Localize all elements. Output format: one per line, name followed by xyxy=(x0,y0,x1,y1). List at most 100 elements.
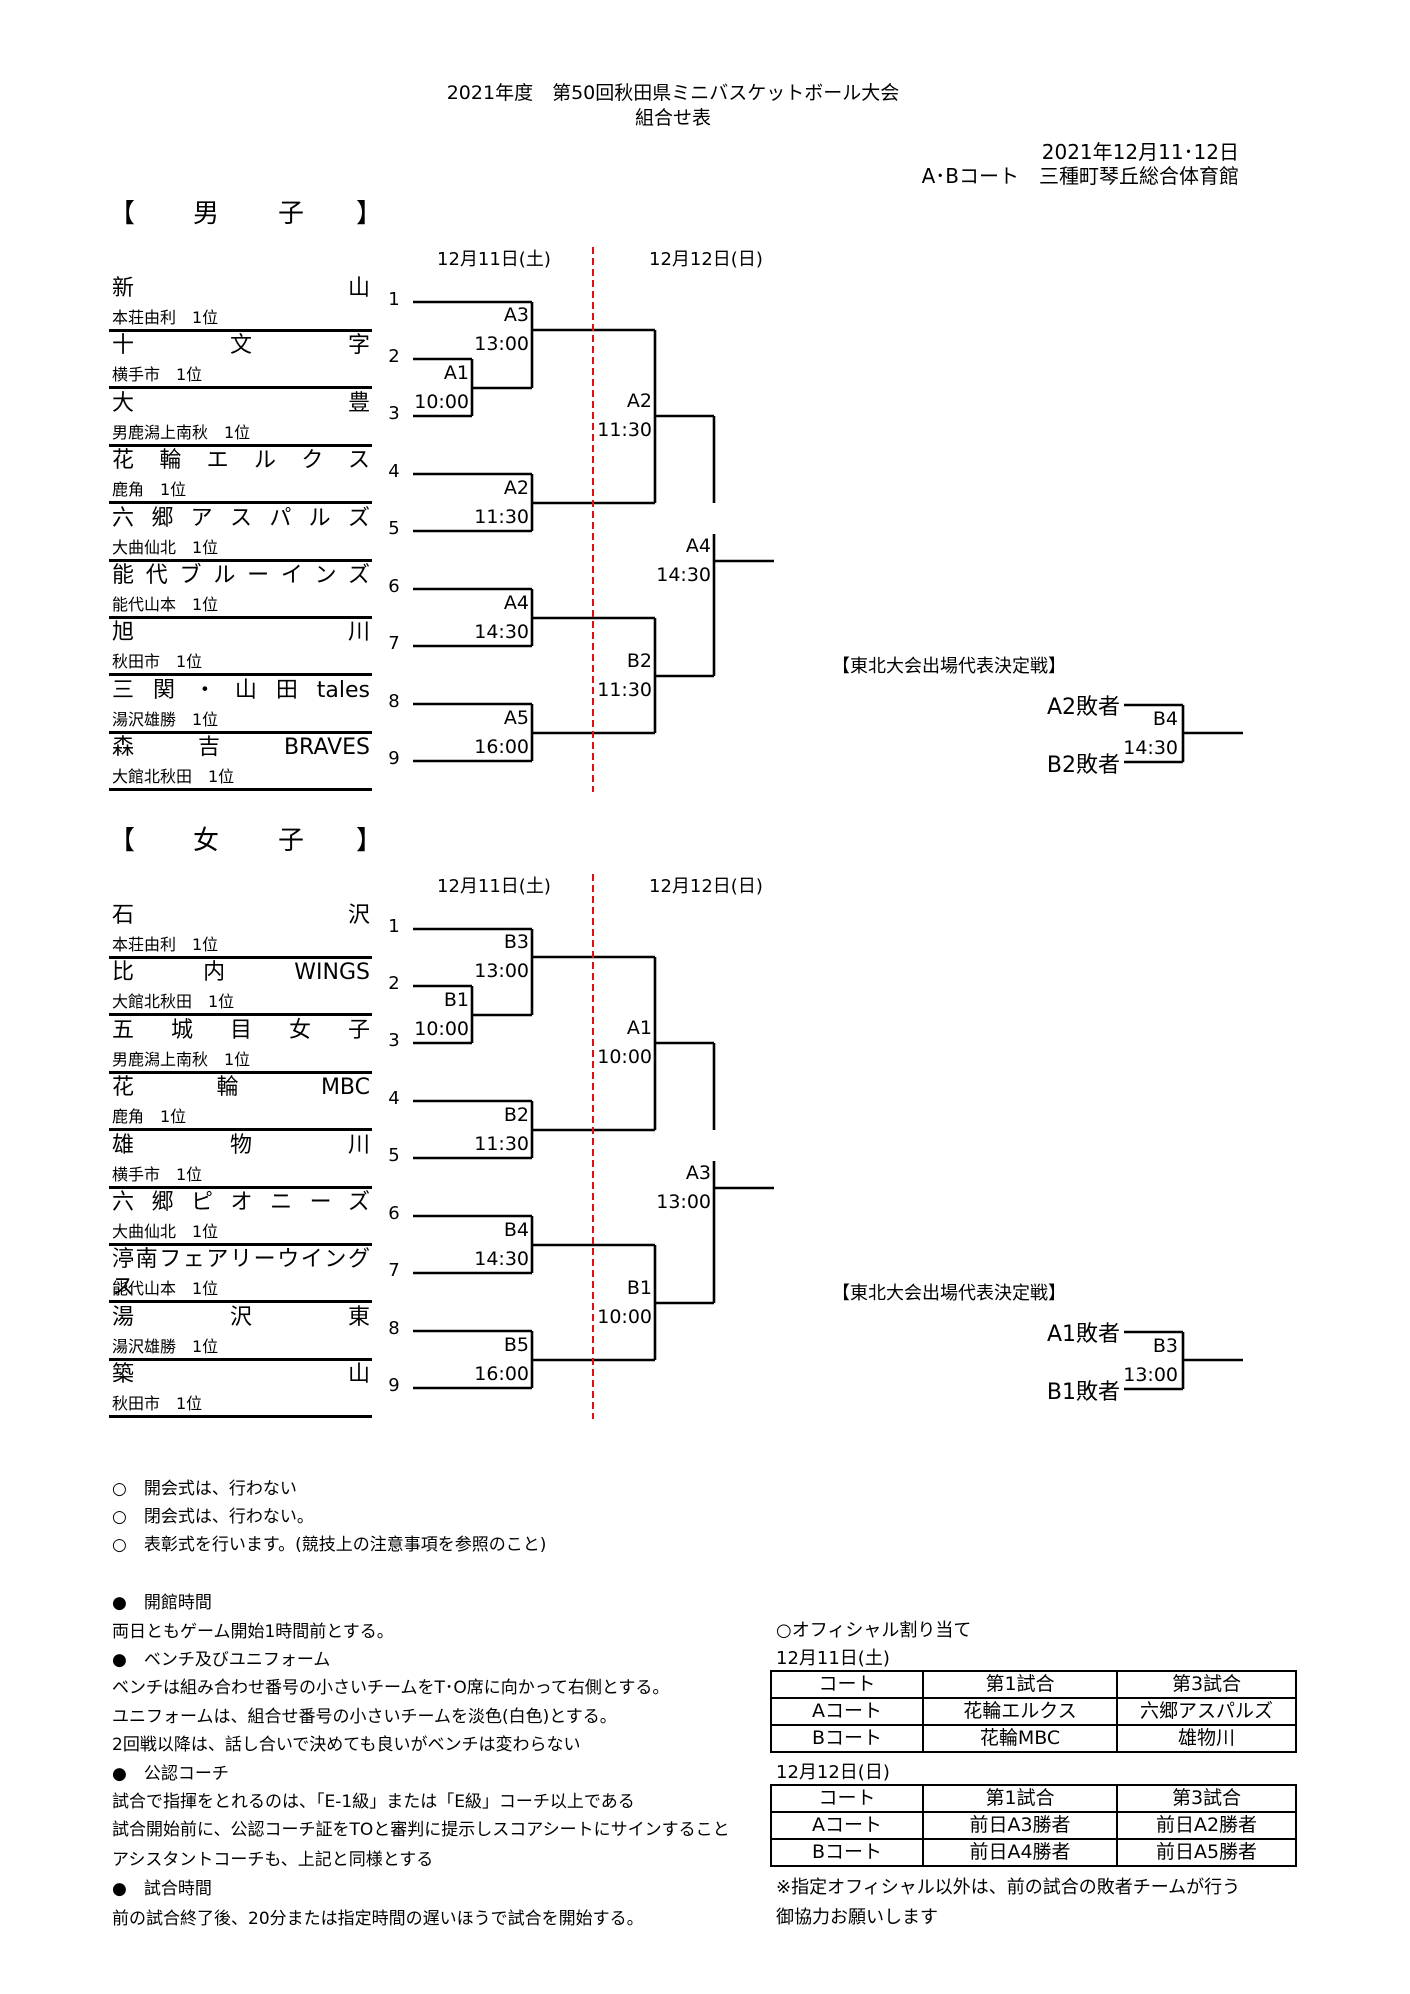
team-underline xyxy=(109,443,372,447)
team-underline xyxy=(109,329,372,332)
seed-number: 5 xyxy=(388,1145,400,1166)
team-name: 新山 xyxy=(112,276,370,301)
team-region: 能代山本 1位 xyxy=(112,1279,219,1299)
team-underline xyxy=(109,673,372,677)
seed-number: 7 xyxy=(388,1260,400,1281)
match-code: A2 xyxy=(503,477,529,499)
table-cell: Bコート xyxy=(770,1724,924,1753)
team-underline xyxy=(109,1070,372,1074)
team-name: 石沢 xyxy=(112,903,370,928)
event-date: 2021年12月11･12日 xyxy=(1041,140,1239,164)
team-region: 男鹿潟上南秋 1位 xyxy=(112,422,251,442)
match-code: B1 xyxy=(443,989,469,1011)
document-title: 2021年度 第50回秋田県ミニバスケットボール大会 xyxy=(446,82,900,104)
match-time: 14:30 xyxy=(474,621,529,643)
match-time: 10:00 xyxy=(597,1046,652,1068)
tohoku-title: 【東北大会出場代表決定戦】 xyxy=(832,656,1066,677)
officials-footnote: ※指定オフィシャル以外は、前の試合の敗者チームが行う xyxy=(776,1877,1241,1898)
match-time: 11:30 xyxy=(474,506,529,528)
team-region: 大曲仙北 1位 xyxy=(112,537,219,557)
match-time: 13:00 xyxy=(474,960,529,982)
team-underline xyxy=(109,386,372,390)
match-code: A2 xyxy=(626,390,652,412)
seed-number: 5 xyxy=(388,518,400,539)
match-time: 13:00 xyxy=(474,333,529,355)
team-underline xyxy=(109,1357,372,1361)
table-cell: 前日A2勝者 xyxy=(1116,1811,1297,1840)
table-cell: Aコート xyxy=(770,1697,924,1726)
seed-number: 1 xyxy=(388,916,400,937)
event-venue: A･Bコート 三種町琴丘総合体育館 xyxy=(921,164,1239,188)
seed-number: 1 xyxy=(388,289,400,310)
note-closing: ○ 閉会式は、行わない。 xyxy=(112,1507,314,1527)
team-underline xyxy=(109,1300,372,1304)
team-underline xyxy=(109,1185,372,1189)
match-code: B4 xyxy=(1152,708,1178,730)
team-region: 横手市 1位 xyxy=(112,1164,203,1184)
team-region: 鹿角 1位 xyxy=(112,480,187,500)
officials-day1-table: コート 第1試合 第3試合 Aコート 花輪エルクス 六郷アスパルズ Bコート 花… xyxy=(770,1670,1297,1753)
table-cell: 前日A4勝者 xyxy=(922,1838,1118,1867)
match-time: 10:00 xyxy=(597,1306,652,1328)
header-cell: 第3試合 xyxy=(1116,1784,1297,1813)
match-code: B3 xyxy=(1152,1335,1178,1357)
match-time: 13:00 xyxy=(656,1191,711,1213)
tohoku-title: 【東北大会出場代表決定戦】 xyxy=(832,1283,1066,1304)
team-underline xyxy=(109,1128,372,1132)
note-opening: ○ 開会式は、行わない xyxy=(112,1479,297,1499)
team-name: 大豊 xyxy=(112,390,370,416)
team-name: 旭川 xyxy=(112,620,370,646)
match-code: B3 xyxy=(503,931,529,953)
day2-header: 12月12日(日) xyxy=(649,876,763,897)
team-name: 五城目女子 xyxy=(112,1017,370,1043)
team-name: 三関・山田tales xyxy=(112,677,370,703)
note-text: 試合で指揮をとれるのは、「E-1級」または「E級」コーチ以上である xyxy=(112,1792,635,1812)
team-underline xyxy=(109,956,372,959)
day2-header: 12月12日(日) xyxy=(649,249,763,270)
match-code: B5 xyxy=(503,1334,529,1356)
section-heading-char: 男 xyxy=(193,199,220,229)
match-time: 16:00 xyxy=(474,736,529,758)
match-time: 14:30 xyxy=(656,564,711,586)
match-code: B4 xyxy=(503,1219,529,1241)
match-time: 11:30 xyxy=(474,1133,529,1155)
team-name: 渟南フェアリーウイングス xyxy=(112,1247,370,1301)
team-region: 本荘由利 1位 xyxy=(112,308,219,327)
section-heading-close-bracket: 】 xyxy=(356,826,383,856)
table-header-row: コート 第1試合 第3試合 xyxy=(770,1784,1297,1813)
match-code: A5 xyxy=(503,707,529,729)
match-code: A1 xyxy=(626,1017,652,1039)
officials-title: ○オフィシャル割り当て xyxy=(776,1620,972,1641)
match-code: A1 xyxy=(443,362,469,384)
note-text: ユニフォームは、組合せ番号の小さいチームを淡色(白色)とする。 xyxy=(112,1707,617,1727)
table-cell: 前日A3勝者 xyxy=(922,1811,1118,1840)
note-text: 前の試合終了後、20分または指定時間の遅いほうで試合を開始する。 xyxy=(112,1909,644,1929)
loser-label: B1敗者 xyxy=(1046,1380,1120,1405)
note-heading: ● 公認コーチ xyxy=(112,1764,229,1784)
table-cell: Aコート xyxy=(770,1811,924,1840)
match-code: B1 xyxy=(626,1277,652,1299)
team-name: 十文字 xyxy=(112,333,370,359)
team-region: 大館北秋田 1位 xyxy=(112,767,235,787)
day1-header: 12月11日(土) xyxy=(437,249,551,270)
document-subtitle: 組合せ表 xyxy=(634,107,711,129)
seed-number: 2 xyxy=(388,973,400,994)
team-underline xyxy=(109,616,372,619)
note-text: アシスタントコーチも、上記と同様とする xyxy=(112,1850,434,1870)
team-underline xyxy=(109,1243,372,1246)
match-code: A3 xyxy=(503,304,529,326)
loser-label: B2敗者 xyxy=(1046,753,1120,778)
note-text: ベンチは組み合わせ番号の小さいチームをT･O席に向かって右側とする。 xyxy=(112,1678,670,1698)
loser-label: A2敗者 xyxy=(1046,695,1120,720)
match-time: 10:00 xyxy=(414,391,469,413)
team-region: 大館北秋田 1位 xyxy=(112,992,235,1012)
team-name: 花輪エルクス xyxy=(112,448,370,474)
team-name: 花輪MBC xyxy=(112,1075,370,1101)
team-region: 鹿角 1位 xyxy=(112,1107,187,1127)
table-cell: 雄物川 xyxy=(1116,1724,1297,1753)
header-cell: 第1試合 xyxy=(922,1784,1118,1813)
team-region: 湯沢雄勝 1位 xyxy=(112,709,219,729)
team-region: 横手市 1位 xyxy=(112,365,203,385)
team-name: 湯沢東 xyxy=(112,1304,370,1330)
